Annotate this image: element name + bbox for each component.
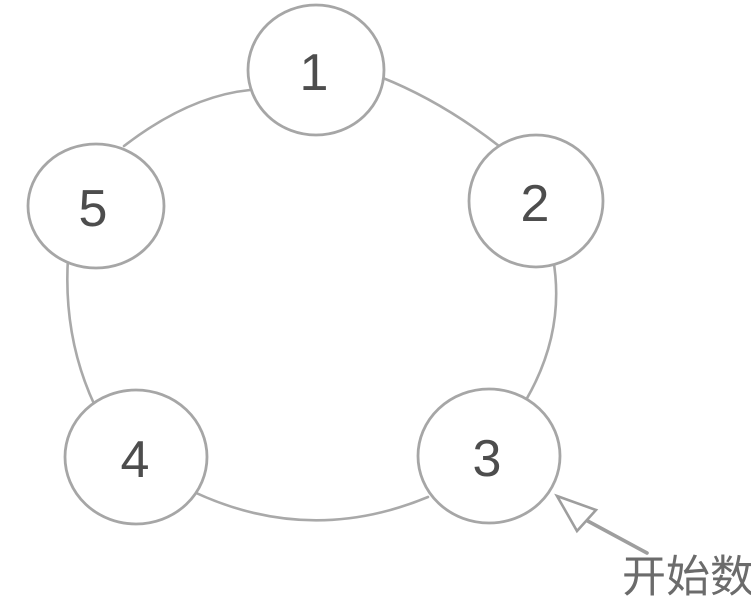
connector-5-1 bbox=[122, 88, 252, 148]
connector-5-4 bbox=[66, 256, 97, 408]
arrowhead-icon bbox=[554, 493, 599, 534]
node-1: 1 bbox=[246, 3, 386, 137]
node-4-label: 4 bbox=[121, 431, 150, 489]
ring-connectors bbox=[66, 74, 558, 522]
start-arrow bbox=[554, 493, 649, 555]
node-3-label: 3 bbox=[473, 430, 502, 488]
connector-4-3 bbox=[192, 490, 430, 522]
connector-2-3 bbox=[524, 256, 558, 402]
node-1-label: 1 bbox=[300, 44, 329, 102]
node-4: 4 bbox=[63, 388, 209, 526]
node-5: 5 bbox=[26, 142, 166, 270]
node-2-circle bbox=[467, 133, 605, 269]
node-5-label: 5 bbox=[79, 180, 108, 238]
node-5-circle bbox=[26, 142, 166, 270]
node-2: 2 bbox=[467, 133, 605, 269]
node-2-label: 2 bbox=[521, 175, 550, 233]
node-1-circle bbox=[246, 3, 386, 137]
connector-1-2 bbox=[376, 74, 501, 148]
arrow-shaft bbox=[582, 517, 649, 555]
node-4-circle bbox=[63, 388, 209, 526]
node-3: 3 bbox=[416, 387, 562, 525]
node-3-circle bbox=[416, 387, 562, 525]
start-annotation-label: 开始数 bbox=[622, 553, 751, 602]
